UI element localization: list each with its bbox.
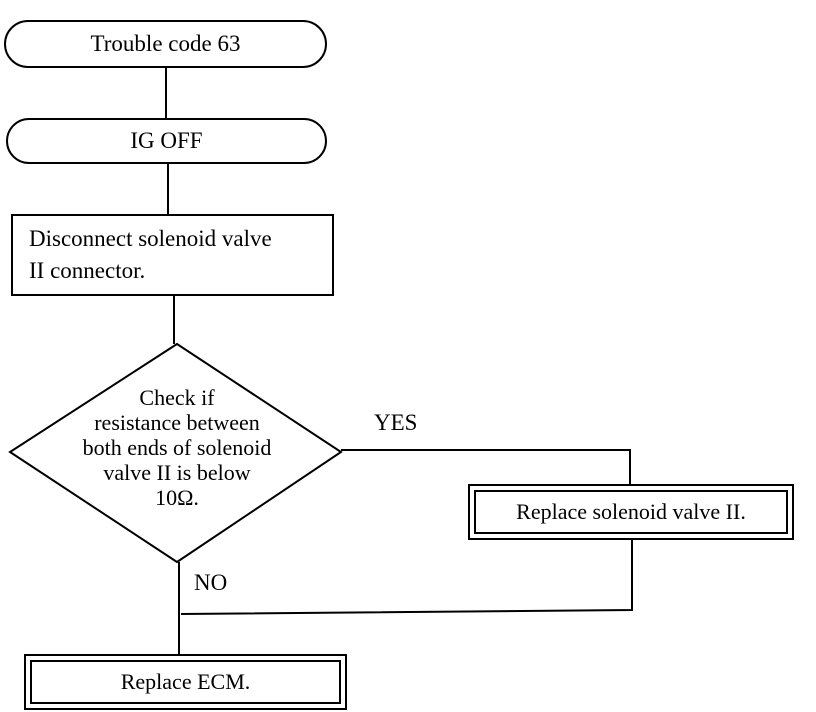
check-line-3: both ends of solenoid <box>82 435 272 460</box>
disconnect-line-2: II connector. <box>29 258 146 283</box>
replace-ecm-box: Replace ECM. <box>24 654 347 710</box>
check-line-1: Check if <box>139 385 215 410</box>
line-replace-valve-return <box>180 540 633 615</box>
replace-solenoid-valve-box: Replace solenoid valve II. <box>468 484 794 540</box>
start-node-trouble-code: Trouble code 63 <box>4 20 327 68</box>
check-line-2: resistance between <box>94 410 260 435</box>
line-yes-to-replace-valve <box>341 449 631 484</box>
disconnect-connector-box: Disconnect solenoid valve II connector. <box>11 214 334 296</box>
replace-valve-label: Replace solenoid valve II. <box>516 499 746 524</box>
no-label: NO <box>194 570 228 595</box>
check-line-4: valve II is below <box>103 460 251 485</box>
ig-off-node: IG OFF <box>6 118 327 164</box>
yes-label: YES <box>374 410 418 435</box>
decision-diamond <box>8 342 343 564</box>
check-resistance-text: Check if resistance between both ends of… <box>40 385 314 510</box>
start-node-label: Trouble code 63 <box>90 31 241 56</box>
replace-ecm-label: Replace ECM. <box>120 669 251 694</box>
disconnect-line-1: Disconnect solenoid valve <box>29 226 272 251</box>
check-line-5: 10Ω. <box>155 485 199 510</box>
ig-off-label: IG OFF <box>130 128 203 153</box>
